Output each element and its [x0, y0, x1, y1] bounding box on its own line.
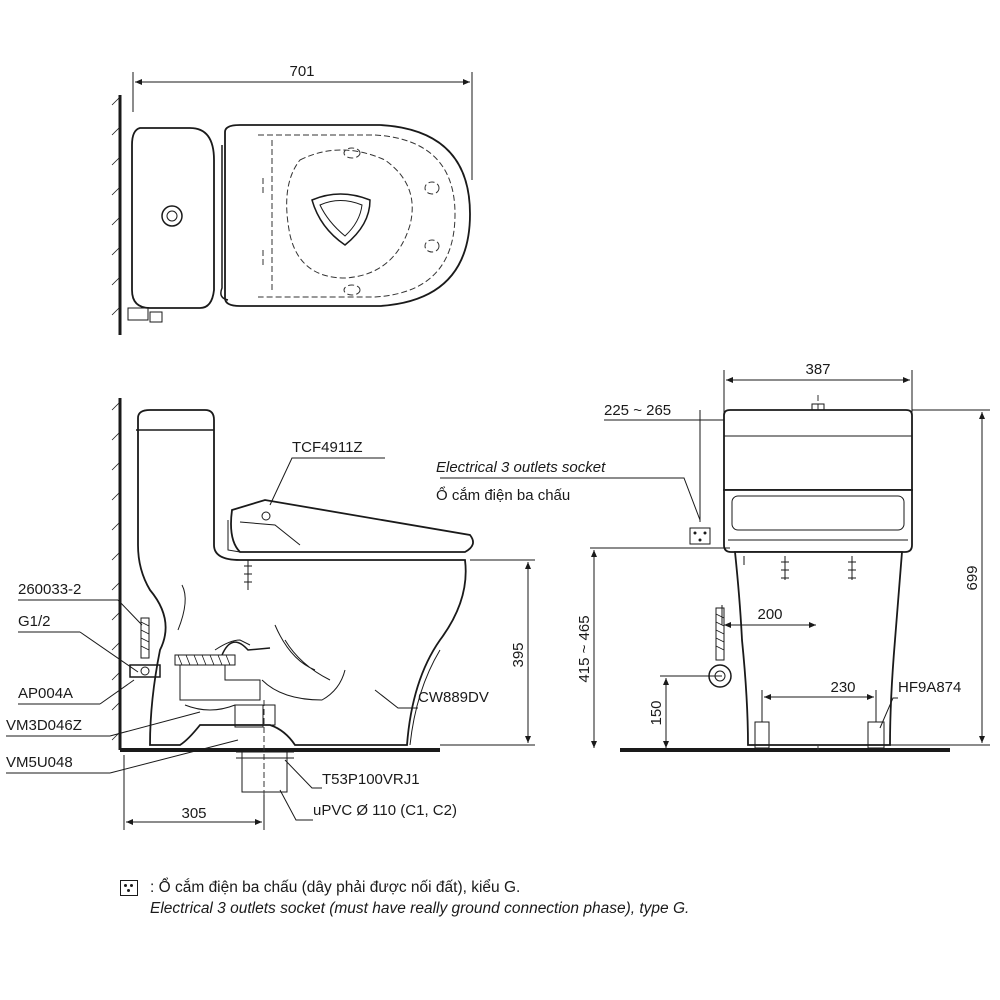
footnote: : Ổ cắm điện ba chấu (dây phải được nối …	[120, 877, 950, 919]
label-pipe: uPVC Ø 110 (C1, C2)	[313, 802, 457, 819]
socket-legend-icon	[120, 880, 138, 896]
dim-overall-height: 699	[964, 565, 981, 590]
seat-lid-top	[224, 124, 471, 307]
dim-rough-in: 305	[181, 805, 206, 822]
dim-bowl-height: 395	[510, 642, 527, 667]
label-valve: AP004A	[18, 685, 73, 702]
label-flange: T53P100VRJ1	[322, 771, 420, 788]
label-vm3: VM3D046Z	[6, 717, 82, 734]
stop-valve	[129, 664, 161, 678]
label-bowl: CW889DV	[418, 689, 489, 706]
dim-front-width: 387	[805, 361, 830, 378]
tank-top	[131, 127, 215, 309]
label-thread: G1/2	[18, 613, 51, 630]
socket-icon	[689, 527, 711, 545]
footnote-en: Electrical 3 outlets socket (must have r…	[150, 900, 690, 917]
label-bolt-cap: HF9A874	[898, 679, 961, 696]
flush-button-top	[161, 205, 183, 227]
socket-label-en: Electrical 3 outlets socket	[436, 459, 606, 476]
dim-seat-height: 415 ~ 465	[576, 615, 593, 682]
label-hose: 260033-2	[18, 581, 81, 598]
seat-side	[230, 499, 474, 553]
toilet-body-side	[137, 409, 467, 746]
dim-bolt-spacing: 230	[830, 679, 855, 696]
tank-front	[723, 409, 913, 491]
dim-inlet-offset: 200	[757, 606, 782, 623]
label-seat: TCF4911Z	[292, 439, 363, 456]
dim-supply-offset: 225 ~ 265	[604, 402, 671, 419]
drain-hole-top	[311, 193, 371, 246]
socket-label-vi: Ổ cắm điện ba chấu	[436, 486, 570, 504]
front-view: 387 225 ~ 265 Electrical 3 outlets sock	[436, 361, 990, 752]
dim-top-width: 701	[289, 63, 314, 80]
footnote-vi: : Ổ cắm điện ba chấu (dây phải được nối …	[150, 879, 521, 896]
seat-front	[723, 489, 913, 553]
dim-inlet-height: 150	[648, 700, 665, 725]
label-vm5: VM5U048	[6, 754, 73, 771]
bowl-front	[734, 551, 903, 746]
side-view: 395 305 TCF4911Z CW889DV 260033-2 G1/2 A…	[6, 398, 535, 830]
supply-fitting-top	[127, 307, 149, 321]
flush-valve	[174, 654, 236, 666]
top-view: 701	[111, 63, 473, 335]
bowl-opening-top	[286, 149, 413, 279]
